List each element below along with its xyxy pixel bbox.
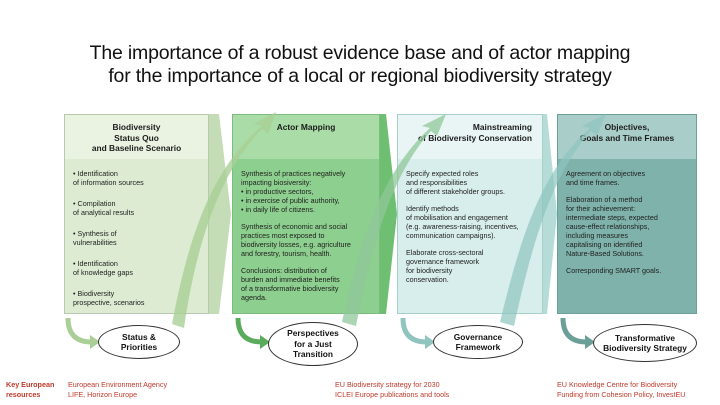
panel-item: Elaborate cross-sectoral governance fram…	[406, 248, 484, 284]
panel-item: Agreement on objectives and time frames.	[566, 169, 646, 187]
panel-status-quo: Biodiversity Status Quo and Baseline Sce…	[64, 114, 209, 314]
outcome-label: Perspectives for a Just Transition	[287, 328, 339, 360]
resources-label: Key European resources	[6, 380, 54, 399]
panel-body: Agreement on objectives and time frames.…	[558, 159, 696, 313]
panel-actor-mapping: Actor Mapping Synthesis of practices neg…	[232, 114, 380, 314]
resources-text: European Environment Agency LIFE, Horizo…	[68, 380, 168, 399]
panel-objectives: Objectives, Goals and Time Frames Agreem…	[557, 114, 697, 314]
outcome-governance-framework: Governance Framework	[433, 325, 523, 359]
title-line-2: for the importance of a local or regiona…	[108, 65, 612, 87]
panel-item: • Identification of knowledge gaps	[73, 259, 133, 277]
panel-item: • Compilation of analytical results	[73, 199, 135, 217]
chevron-connector-2	[380, 114, 397, 314]
outcome-label: Governance Framework	[453, 331, 503, 353]
panel-item: Corresponding SMART goals.	[566, 266, 662, 275]
resources-label-text: Key European resources	[6, 380, 55, 399]
hook-arrow-1	[65, 317, 93, 345]
outcome-just-transition: Perspectives for a Just Transition	[268, 322, 358, 366]
panel-item: Elaboration of a method for their achiev…	[566, 195, 658, 258]
outcome-label: Transformative Biodiversity Strategy	[603, 332, 687, 354]
hook-arrow-3	[400, 317, 428, 345]
panel-heading: Mainstreaming of Biodiversity Conservati…	[398, 115, 542, 159]
hook-arrow-4	[560, 317, 588, 345]
slide-title: The importance of a robust evidence base…	[0, 42, 720, 88]
panel-heading: Biodiversity Status Quo and Baseline Sce…	[65, 115, 208, 159]
panel-item: Synthesis of practices negatively impact…	[241, 169, 346, 214]
resources-column-3: EU Knowledge Centre for Biodiversity Fun…	[557, 380, 686, 399]
panel-body: • Identification of information sources …	[65, 159, 208, 313]
panel-mainstreaming: Mainstreaming of Biodiversity Conservati…	[397, 114, 543, 314]
outcome-status-priorities: Status & Priorities	[98, 325, 180, 359]
panel-heading: Objectives, Goals and Time Frames	[558, 115, 696, 159]
panel-body: Synthesis of practices negatively impact…	[233, 159, 379, 313]
title-line-1: The importance of a robust evidence base…	[89, 42, 631, 64]
panel-item: • Identification of information sources	[73, 169, 144, 187]
outcome-label: Status & Priorities	[120, 331, 158, 353]
panel-item: Synthesis of economic and social practic…	[241, 222, 351, 258]
resources-column-1: European Environment Agency LIFE, Horizo…	[68, 380, 167, 399]
chevron-connector-1	[209, 114, 231, 314]
panel-body: Specify expected roles and responsibilit…	[398, 159, 542, 313]
resources-column-2: EU Biodiversity strategy for 2030 ICLEI …	[335, 380, 449, 399]
panel-item: Identify methods of mobilisation and eng…	[406, 204, 519, 240]
panel-item: Specify expected roles and responsibilit…	[406, 169, 505, 196]
panel-item: Conclusions: distribution of burden and …	[241, 266, 340, 302]
resources-text: EU Biodiversity strategy for 2030 ICLEI …	[335, 380, 450, 399]
resources-text: EU Knowledge Centre for Biodiversity Fun…	[557, 380, 686, 399]
chevron-connector-3	[543, 114, 557, 314]
hook-arrow-2	[235, 317, 263, 345]
panel-item: • Synthesis of vulnerabilities	[73, 229, 117, 247]
panel-heading: Actor Mapping	[233, 115, 379, 159]
outcome-transformative-strategy: Transformative Biodiversity Strategy	[593, 324, 697, 362]
panel-item: • Biodiversity prospective, scenarios	[73, 289, 145, 307]
